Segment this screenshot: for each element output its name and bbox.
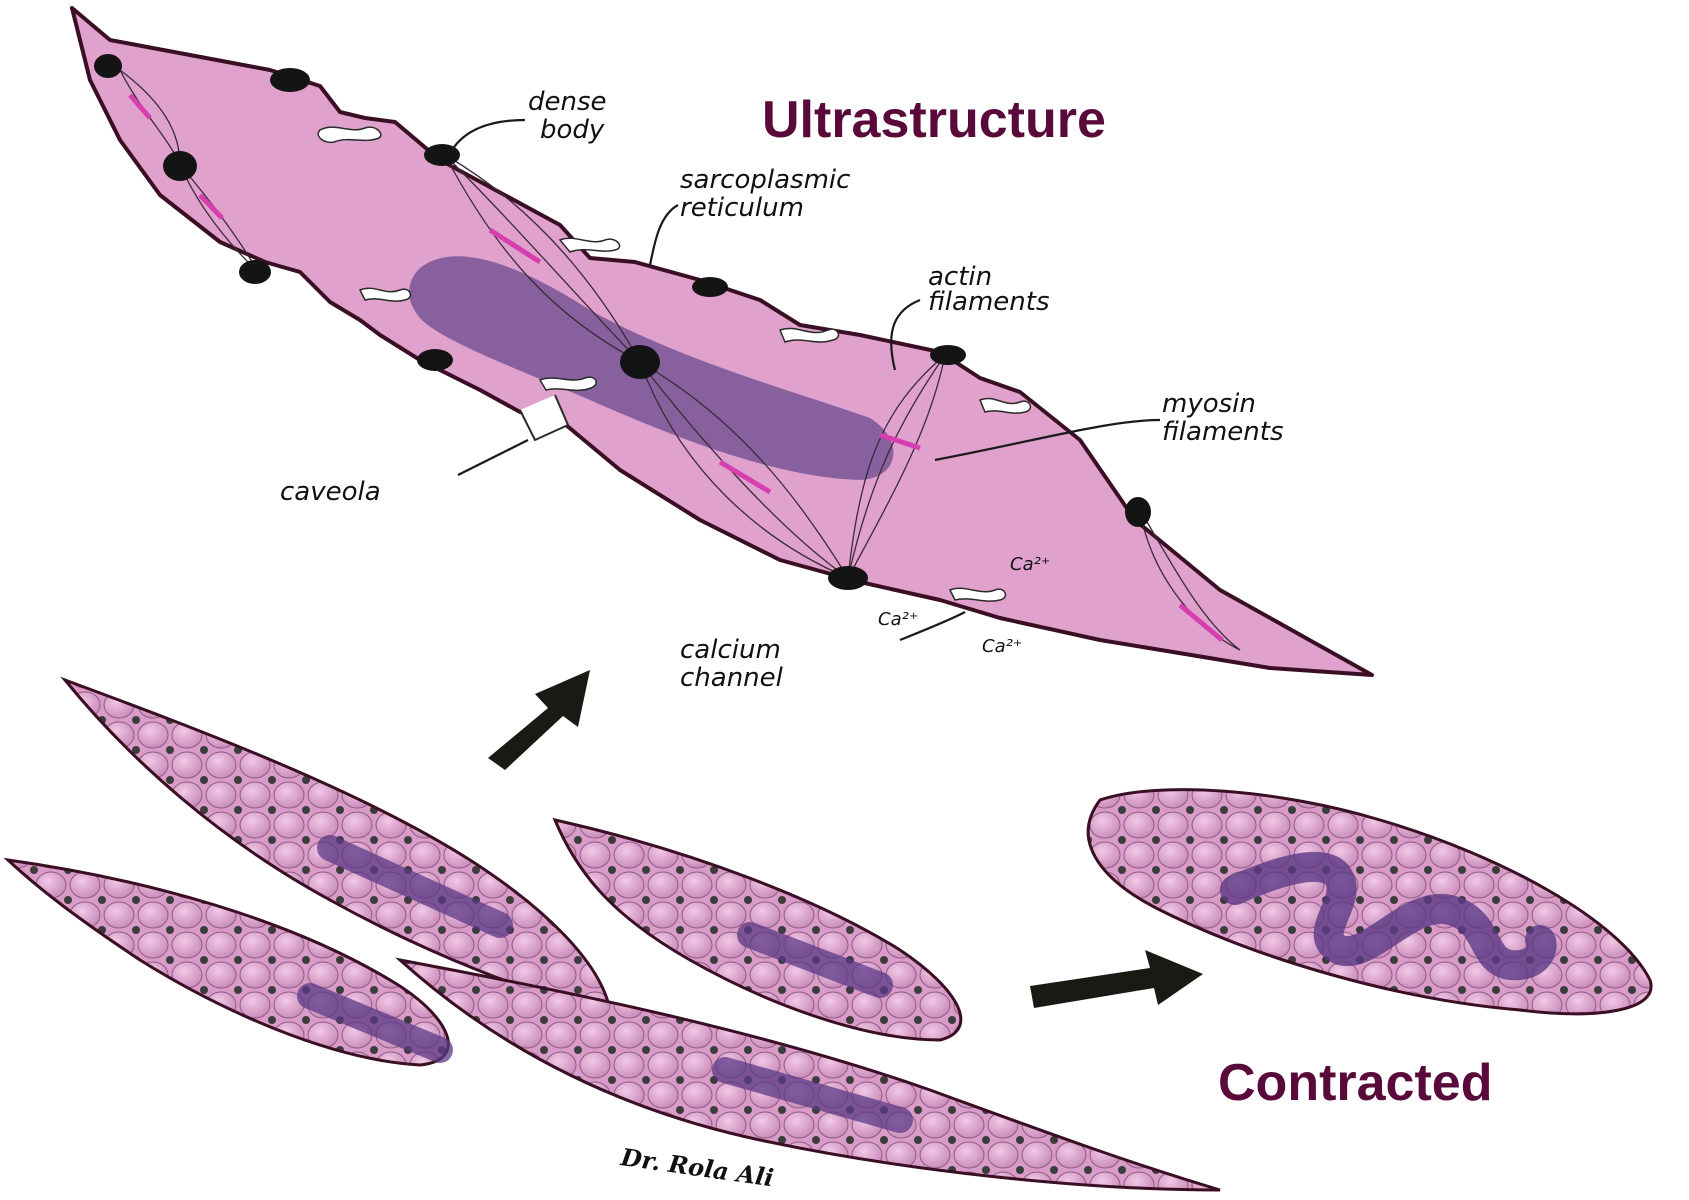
ca-ion-label: Ca²⁺ [878, 609, 918, 630]
ultrastructure-cell [72, 8, 1372, 675]
caveola-label: caveola [280, 477, 381, 507]
cell-membrane [72, 8, 1372, 675]
sarcoplasmic-reticulum-label: sarcoplasmic reticulum [680, 165, 859, 223]
ca-ion-label: Ca²⁺ [1010, 554, 1050, 575]
actin-filaments-label: actin filaments [928, 262, 1050, 317]
myosin-filaments-label: myosin filaments [1162, 389, 1284, 447]
ultrastructure-title: Ultrastructure [762, 91, 1106, 149]
ca-ion-label: Ca²⁺ [982, 636, 1022, 657]
calcium-channel-label: calcium channel [680, 635, 789, 693]
arrow-right [1030, 950, 1203, 1008]
relaxed-cell-group [8, 680, 1220, 1190]
author-signature: Dr. Rola Ali [618, 1142, 775, 1192]
contracted-label: Contracted [1218, 1054, 1492, 1112]
arrow-up-right [488, 670, 590, 770]
dense-body-label: dense body [528, 87, 615, 145]
